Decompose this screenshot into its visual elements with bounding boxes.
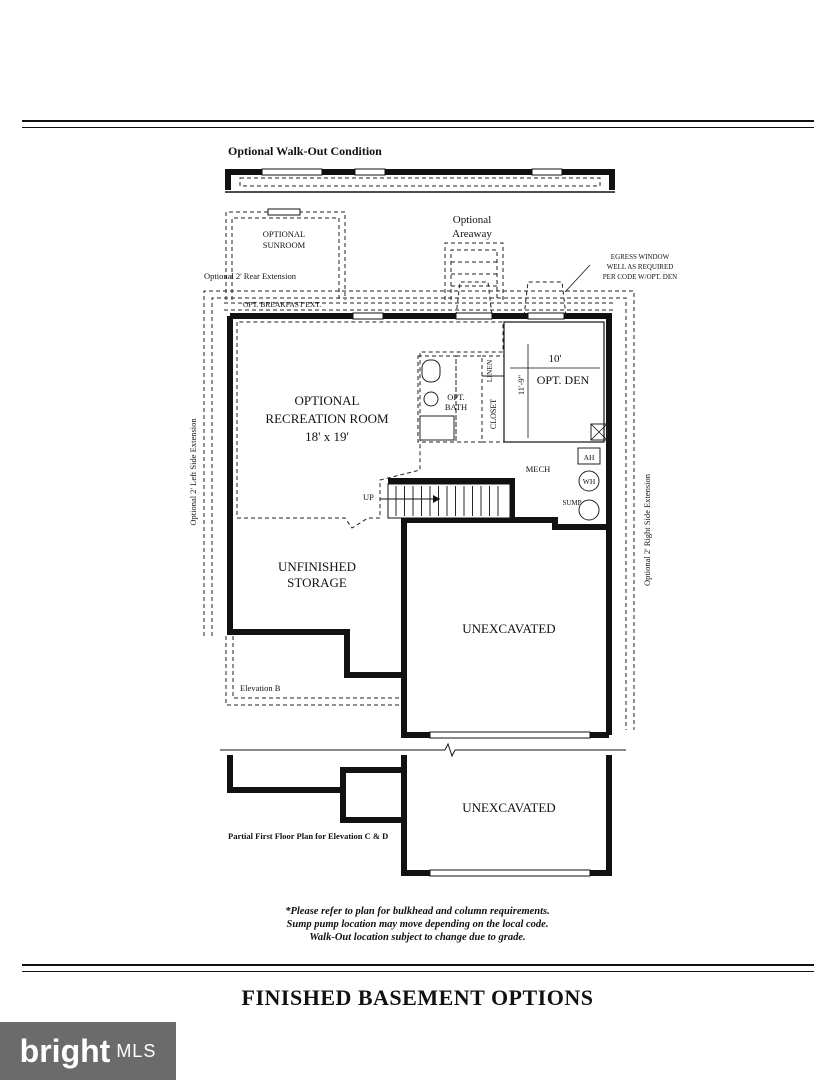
ah-label: AH <box>584 453 595 462</box>
egress-window-well <box>523 281 567 317</box>
bath-closet-area <box>417 321 605 443</box>
optional-sunroom-label-1: OPTIONAL <box>263 229 306 239</box>
egress-label-2: WELL AS REQUIRED <box>607 263 674 271</box>
egress-leader <box>564 264 591 293</box>
bottom-rule-thin <box>22 971 814 972</box>
stairs-up-label: UP <box>363 492 374 502</box>
floor-plan-diagram: Optional Walk-Out Condition OPTIONAL SUN… <box>188 144 677 877</box>
bright-mls-watermark: bright MLS <box>0 1022 176 1080</box>
extension-outlines <box>203 290 635 730</box>
egress-label-3: PER CODE W/OPT. DEN <box>603 273 677 281</box>
walkout-title: Optional Walk-Out Condition <box>228 144 382 158</box>
top-rule-thick <box>22 120 814 122</box>
optional-areaway-outline <box>444 242 504 300</box>
den-width-label: 10' <box>549 353 562 365</box>
foundation-walls <box>227 312 612 739</box>
note-line-1: *Please refer to plan for bulkhead and c… <box>285 906 550 917</box>
rec-room-label-2: RECREATION ROOM <box>265 411 389 426</box>
optional-sunroom-outline <box>225 208 346 300</box>
partial-plan-caption: Partial First Floor Plan for Elevation C… <box>228 831 388 841</box>
rec-room-size: 18' x 19' <box>305 429 349 444</box>
optional-sunroom-label-2: SUNROOM <box>263 240 306 250</box>
egress-label-1: EGRESS WINDOW <box>611 253 670 261</box>
wh-label: WH <box>583 477 596 486</box>
break-line <box>220 742 626 758</box>
optional-areaway-label-1: Optional <box>453 214 492 226</box>
elevation-b-label: Elevation B <box>240 683 281 693</box>
areaway-well <box>455 281 493 317</box>
page-title: FINISHED BASEMENT OPTIONS <box>241 985 594 1010</box>
unexcavated-main-label: UNEXCAVATED <box>462 621 555 636</box>
den-depth-label: 11'-9" <box>516 375 526 395</box>
mls-logo-text: MLS <box>116 1040 157 1061</box>
walkout-wall <box>225 168 615 193</box>
top-rule-thin <box>22 127 814 128</box>
partial-first-floor-walls <box>227 755 612 877</box>
stairs <box>380 483 511 519</box>
rec-room-label-1: OPTIONAL <box>295 393 360 408</box>
plan-notes: *Please refer to plan for bulkhead and c… <box>0 905 835 944</box>
closet-label: CLOSET <box>489 399 498 429</box>
optional-areaway-label-2: Areaway <box>452 228 492 240</box>
left-side-extension-label: Optional 2' Left Side Extension <box>188 418 198 526</box>
mech-label: MECH <box>526 464 551 474</box>
opt-den-label: OPT. DEN <box>537 373 590 387</box>
opt-breakfast-ext-label: OPT. BREAKFAST EXT. <box>243 300 321 309</box>
sump-label: SUMP <box>562 499 581 507</box>
note-line-3: Walk-Out location subject to change due … <box>309 932 526 943</box>
opt-bath-label-1: OPT. <box>447 392 465 402</box>
unexcavated-partial-label: UNEXCAVATED <box>462 800 555 815</box>
optional-rear-extension-label: Optional 2' Rear Extension <box>204 271 297 281</box>
unfinished-storage-label-1: UNFINISHED <box>278 559 356 574</box>
right-side-extension-label: Optional 2' Right Side Extension <box>642 473 652 586</box>
unfinished-storage-label-2: STORAGE <box>287 575 347 590</box>
linen-label: LINEN <box>485 359 494 382</box>
bright-logo-text: bright <box>19 1032 111 1069</box>
opt-bath-label-2: BATH <box>445 402 467 412</box>
note-line-2: Sump pump location may move depending on… <box>286 919 549 930</box>
bottom-rule-thick <box>22 964 814 966</box>
mechanical-equipment <box>577 423 608 521</box>
